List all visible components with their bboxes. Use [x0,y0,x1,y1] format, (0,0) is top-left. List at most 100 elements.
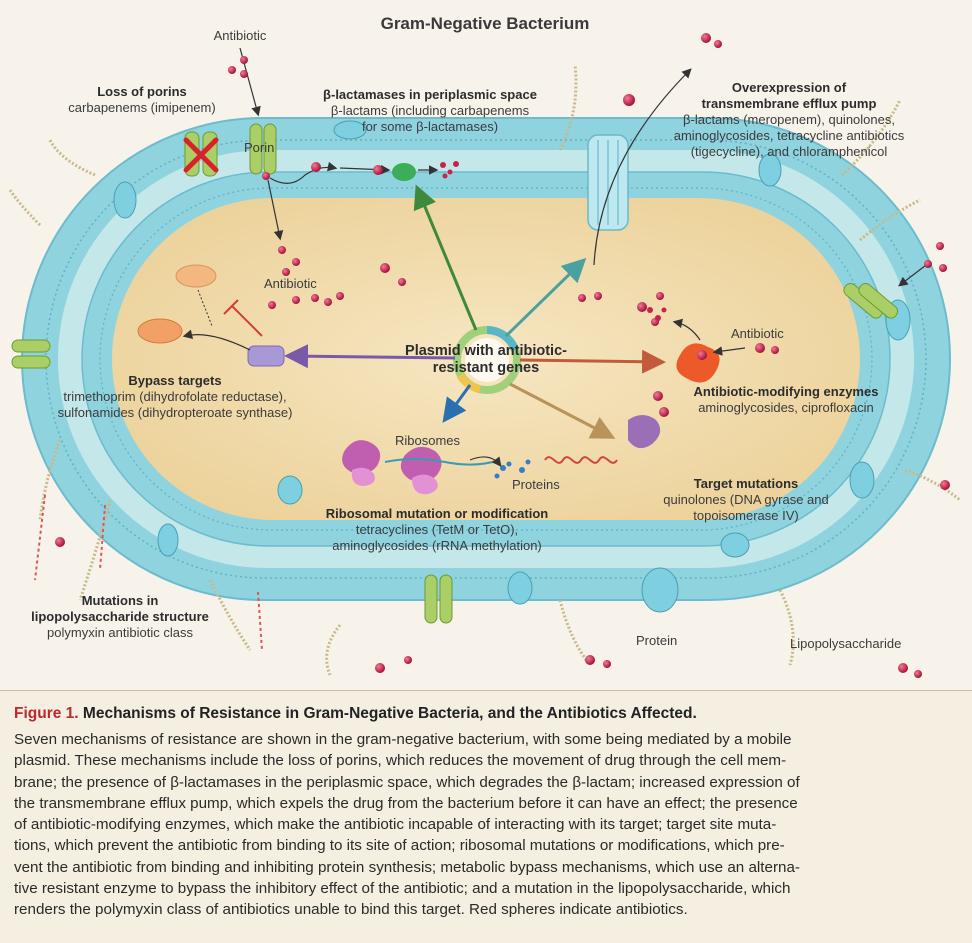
membrane-protein [507,571,533,605]
label-plasmid: Plasmid with antibiotic- resistant genes [405,343,567,377]
caption-line: tive resistant enzyme to bypass the inhi… [14,880,791,898]
mrna-strand [384,458,501,466]
label-lps-mutations: Mutations in lipopolysaccharide structur… [31,593,209,641]
antibiotic-sphere [404,656,412,664]
caption-line: of antibiotic-modifying enzymes, which m… [14,816,777,834]
membrane-proteins [113,120,911,613]
membrane-protein [758,153,782,187]
label-lipopolysaccharide: Lipopolysaccharide [790,636,902,651]
porins-drugs: carbapenems (imipenem) [68,100,216,115]
antibiotic-sphere [240,70,248,78]
caption-line: plasmid. These mechanisms include the lo… [14,752,787,770]
proteins-cluster [494,459,531,479]
lps-chain [778,589,795,666]
label-antibiotic-right: Antibiotic [731,326,784,341]
plasmid-arrow-efflux [504,257,587,338]
degraded-antibiotic-fragments [440,161,667,321]
bypass-dashed [197,289,213,327]
caption-body: Seven mechanisms of resistance are shown… [14,729,958,921]
modifying-enzyme [676,343,720,383]
plasmid-line1: Plasmid with antibiotic- [405,343,567,359]
antibiotic-sphere [578,294,586,302]
antibiotic-sphere [324,298,332,306]
label-antibiotic-top: Antibiotic [213,28,267,43]
lps-chain [558,599,592,666]
lps-line1: polymyxin antibiotic class [47,625,193,640]
antibiotic-sphere [262,172,270,180]
antibiotic-sphere [714,40,722,48]
plasmid-arrow-ribosomes [442,384,472,423]
caption-line: renders the polymyxin class of antibioti… [14,901,688,919]
label-efflux-pump: Overexpression of transmembrane efflux p… [674,80,905,160]
plasmid-arrow-betalactamase [413,184,478,331]
lps-chain [840,99,902,177]
ribosome-1-small [351,467,375,486]
antibiotic-sphere [268,301,276,309]
bypass-line2: sulfonamides (dihydropteroate synthase) [57,405,293,420]
target-line2: topoisomerase IV) [693,508,799,523]
target-title: Target mutations [693,476,799,491]
antibiotic-sphere [398,278,406,286]
caption-line: Seven mechanisms of resistance are shown… [14,731,792,748]
diagram-figure: Gram-Negative Bacterium Antibiotic Loss … [8,14,961,678]
antibiotic-sphere [603,660,611,668]
antibiotic-sphere [594,292,602,300]
ribosome-1 [342,440,381,474]
caption-line: tions, which prevent the antibiotic from… [14,837,785,855]
antibiotic-sphere [228,66,236,74]
bypass-title: Bypass targets [128,373,222,388]
membrane-protein [113,181,137,219]
arrow-porin-down [267,179,284,241]
antibiotic-sphere [240,56,248,64]
antibiotic-sphere [924,260,932,268]
lps-mutated-chain [257,591,263,651]
lps-chain [78,499,112,601]
antibiotic-sphere [623,94,635,106]
antibiotic-sphere [311,162,321,172]
antibiotic-sphere [292,258,300,266]
efflux-line3: (tigecycline), and chloramphenicol [690,144,888,159]
caption-title: Figure 1. Mechanisms of Resistance in Gr… [14,705,958,723]
antibiotic-sphere [637,302,647,312]
porin-bottom [424,574,453,624]
arrow-modifying-to-fragment [672,318,701,341]
membrane-protein [333,120,367,140]
efflux-line1: β-lactams (meropenem), quinolones, [683,112,895,127]
bacterium-diagram [8,33,961,678]
modifying-title: Antibiotic-modifying enzymes [693,384,879,399]
lps-mutated-chain [34,494,46,581]
bypass-inhibit-line [223,299,263,337]
lps-title2: lipopolysaccharide structure [31,609,209,624]
membrane-protein [641,567,679,613]
inner-membrane-edge [99,187,873,531]
antibiotic-sphere [755,343,765,353]
lps-mutated-chain [99,504,106,571]
antibiotic-sphere [282,268,290,276]
membrane-protein [277,475,303,505]
antibiotic-sphere [697,350,707,360]
antibiotic-sphere [278,246,286,254]
antibiotic-sphere [898,663,908,673]
target-line1: quinolones (DNA gyrase and [663,492,829,507]
ribosome-2 [400,446,442,483]
plasmid-arrow-bypass [284,344,456,369]
betalactamase-title: β-lactamases in periplasmic space [323,87,537,102]
caption-line: brane; the presence of β-lactamases in t… [14,773,800,791]
label-loss-of-porins: Loss of porins carbapenems (imipenem) [68,84,215,116]
lps-chain [48,139,96,177]
caption-line: vent the antibiotic from binding and inh… [14,858,800,876]
membrane-protein [720,532,750,558]
lipopolysaccharide-chains [8,64,961,676]
antibiotic-sphere [585,655,595,665]
antibiotic-sphere [292,296,300,304]
label-modifying-enzymes: Antibiotic-modifying enzymes aminoglycos… [694,384,879,416]
membrane-protein [157,523,179,557]
antibiotic-spheres [55,33,950,678]
antibiotic-sphere [373,165,383,175]
plasmid-line2: resistant genes [432,360,540,376]
efflux-title2: transmembrane efflux pump [701,96,877,111]
label-betalactamases: β-lactamases in periplasmic space β-lact… [323,87,537,135]
antibiotic-sphere [656,292,664,300]
lps-chain [558,64,578,151]
beta-lactamase-enzyme [392,163,416,181]
